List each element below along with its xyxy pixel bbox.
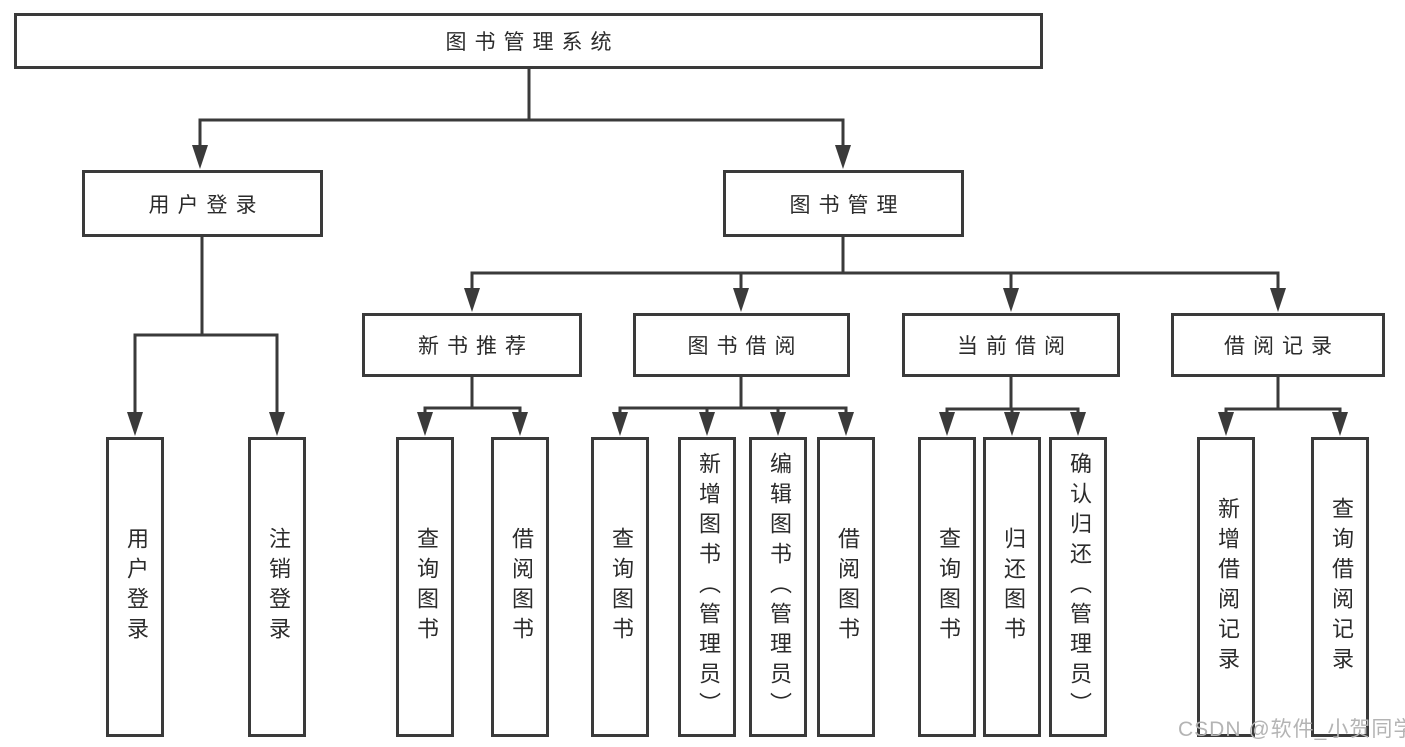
node-label: 用户登录	[148, 193, 265, 217]
node-borrow-records: 借阅记录	[1171, 313, 1385, 377]
leaf-label: 归还图书	[1001, 527, 1026, 647]
leaf-label: 新增借阅记录	[1215, 497, 1240, 677]
node-book-management-branch: 图书管理	[723, 170, 964, 237]
node-label: 当前借阅	[957, 335, 1073, 358]
leaf-borrow-books: 借阅图书	[817, 437, 875, 737]
leaf-label: 新增图书（管理员）	[696, 452, 721, 722]
leaf-query-books-recommend: 查询图书	[396, 437, 454, 737]
leaf-label: 注销登录	[266, 527, 291, 647]
leaf-logout: 注销登录	[248, 437, 306, 737]
leaf-add-borrow-record: 新增借阅记录	[1197, 437, 1255, 737]
node-new-book-recommend: 新书推荐	[362, 313, 582, 377]
leaf-label: 查询图书	[414, 527, 439, 647]
node-label: 图书管理系统	[445, 31, 620, 54]
node-label: 借阅记录	[1224, 335, 1340, 358]
leaf-borrow-books-recommend: 借阅图书	[491, 437, 549, 737]
node-label: 图书借阅	[687, 335, 804, 358]
leaf-query-borrow-record: 查询借阅记录	[1311, 437, 1369, 737]
leaf-add-books-admin: 新增图书（管理员）	[678, 437, 736, 737]
leaf-label: 确认归还（管理员）	[1067, 452, 1092, 722]
leaf-label: 用户登录	[124, 527, 149, 647]
leaf-label: 查询图书	[609, 527, 634, 647]
node-label: 图书管理	[789, 193, 906, 217]
leaf-label: 查询图书	[936, 527, 961, 647]
leaf-user-login: 用户登录	[106, 437, 164, 737]
node-user-login-branch: 用户登录	[82, 170, 323, 237]
leaf-edit-books-admin: 编辑图书（管理员）	[749, 437, 807, 737]
leaf-label: 编辑图书（管理员）	[767, 452, 792, 722]
leaf-label: 借阅图书	[835, 527, 860, 647]
leaf-query-books-borrow: 查询图书	[591, 437, 649, 737]
leaf-confirm-return-admin: 确认归还（管理员）	[1049, 437, 1107, 737]
node-label: 新书推荐	[418, 335, 534, 358]
leaf-return-books: 归还图书	[983, 437, 1041, 737]
leaf-label: 借阅图书	[509, 527, 534, 647]
leaf-query-books-current: 查询图书	[918, 437, 976, 737]
node-root-system: 图书管理系统	[14, 13, 1043, 69]
leaf-label: 查询借阅记录	[1329, 497, 1354, 677]
node-book-borrow: 图书借阅	[633, 313, 850, 377]
node-current-borrow: 当前借阅	[902, 313, 1120, 377]
csdn-watermark: CSDN @软件_小贺同学	[1178, 718, 1405, 741]
